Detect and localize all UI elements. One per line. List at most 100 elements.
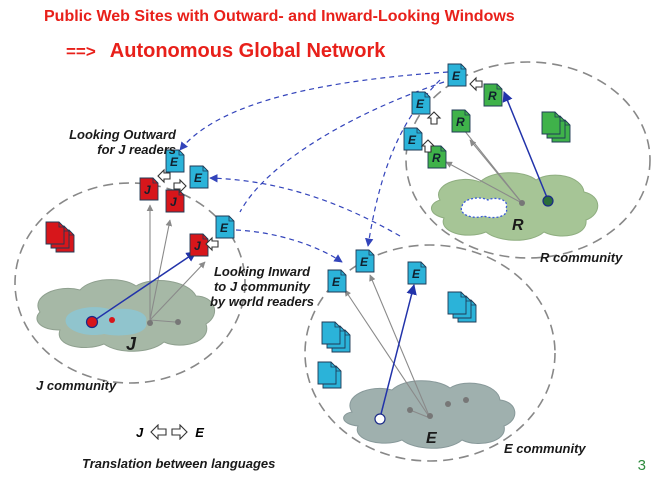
e-site-icon-20: E (327, 269, 347, 293)
r-site-icon-14: R (451, 109, 471, 133)
translate-arrow-5 (426, 111, 442, 125)
looking-inward-line3: by world readers (209, 294, 315, 309)
local-links (146, 124, 523, 419)
e-site-letter: E (416, 97, 425, 111)
site-icons: EEJJJEJEERERRREEEE (45, 63, 571, 389)
page-number: 3 (637, 457, 646, 474)
r-site-letter: R (456, 115, 465, 129)
subtitle-text: Autonomous Global Network (109, 40, 386, 62)
e-site-letter: E (408, 133, 417, 147)
r-site-letter: R (488, 89, 497, 103)
e-cloud-letter: E (426, 430, 438, 447)
e-site-letter: E (170, 155, 179, 169)
e-site-letter: E (452, 69, 461, 83)
gray-link-10 (409, 409, 431, 419)
implies-arrow: ==> (66, 42, 96, 61)
looking-outward-label: Looking Outward for J readers (42, 127, 176, 157)
gray-link-3 (149, 261, 206, 321)
e-site-letter: E (220, 221, 229, 235)
j-cloud-letter: J (126, 334, 137, 354)
translation-arrows (157, 76, 483, 252)
looking-inward-line2: to J community (213, 279, 311, 294)
gray-link-4 (149, 319, 176, 323)
e-dot-2 (427, 413, 433, 419)
e-site-letter: E (332, 275, 341, 289)
j-site-icon-3: J (139, 177, 159, 201)
j-reader-dot (109, 317, 115, 323)
j-site-icon-5: J (189, 233, 209, 257)
e-dot-1 (407, 407, 413, 413)
translate-arrow-6 (420, 139, 436, 153)
r-author-link (502, 91, 549, 201)
j-dot-2 (175, 319, 181, 325)
j-site-icon-4: J (165, 189, 185, 213)
r-cloud (431, 172, 599, 241)
r-community-circle (405, 61, 651, 259)
r-cloud-water (460, 197, 508, 219)
looking-inward-label: Looking Inward to J community by world r… (200, 264, 324, 309)
gray-link-6 (469, 139, 523, 204)
j-dot-1 (147, 320, 153, 326)
e-site-icon-6: E (215, 215, 235, 239)
dash-link-4 (209, 174, 401, 237)
e-site-icon-11: E (411, 91, 431, 115)
looking-inward-line1: Looking Inward (213, 264, 311, 279)
e-site-letter: E (194, 171, 203, 185)
legend-left-letter: J (136, 424, 144, 440)
r-dot-1 (519, 200, 525, 206)
gray-link-9 (344, 289, 431, 419)
gray-link-8 (369, 274, 431, 419)
dash-link-1 (179, 71, 449, 151)
e-site-icon-27 (321, 321, 341, 345)
e-dot-4 (463, 397, 469, 403)
r-author-dot (542, 195, 554, 207)
e-site-icon-29 (317, 361, 337, 385)
r-cloud-letter: R (512, 217, 524, 234)
j-site-icon-9 (45, 221, 65, 245)
j-site-letter: J (170, 195, 177, 209)
j-author-link (91, 251, 197, 323)
e-author-dot (374, 413, 386, 425)
e-site-icon-2: E (189, 165, 209, 189)
dash-link-5 (235, 229, 343, 263)
legend-right-letter: E (195, 424, 204, 440)
e-dot-3 (445, 401, 451, 407)
translate-arrow-1 (157, 168, 171, 184)
r-site-letter: R (432, 151, 441, 165)
r-community-label: R community (540, 250, 623, 265)
slide-subtitle: ==> Autonomous Global Network (66, 40, 385, 63)
e-site-icon-19: E (355, 249, 375, 273)
e-site-icon-24 (447, 291, 467, 315)
j-community-label: J community (36, 378, 117, 393)
e-community-circle (304, 244, 556, 462)
translate-arrow-3 (205, 236, 219, 252)
translate-arrow-2 (173, 178, 187, 194)
j-site-letter: J (144, 183, 151, 197)
looking-outward-line1: Looking Outward (69, 127, 176, 142)
j-site-letter: J (194, 239, 201, 253)
e-site-icon-10: E (447, 63, 467, 87)
j-community-circle (14, 182, 246, 384)
e-site-icon-21: E (407, 261, 427, 285)
e-community-label: E community (504, 441, 586, 456)
translation-caption: Translation between languages (82, 456, 276, 471)
gray-link-2 (149, 219, 173, 321)
r-site-icon-15: R (427, 145, 447, 169)
e-site-icon-1: E (165, 149, 185, 173)
e-site-letter: E (412, 267, 421, 281)
translation-legend: J E (136, 424, 204, 440)
e-author-link (379, 283, 417, 419)
looking-outward-line2: for J readers (97, 142, 176, 157)
j-author-dot (85, 315, 99, 329)
double-arrow-icon (150, 424, 189, 440)
dash-link-2 (239, 81, 445, 213)
r-site-icon-18 (541, 111, 561, 135)
translate-arrow-4 (469, 76, 483, 92)
slide-title: Public Web Sites with Outward- and Inwar… (44, 8, 515, 25)
gray-link-7 (445, 161, 523, 204)
j-cloud-water (65, 307, 147, 336)
e-site-letter: E (360, 255, 369, 269)
r-site-icon-12: R (483, 83, 503, 107)
